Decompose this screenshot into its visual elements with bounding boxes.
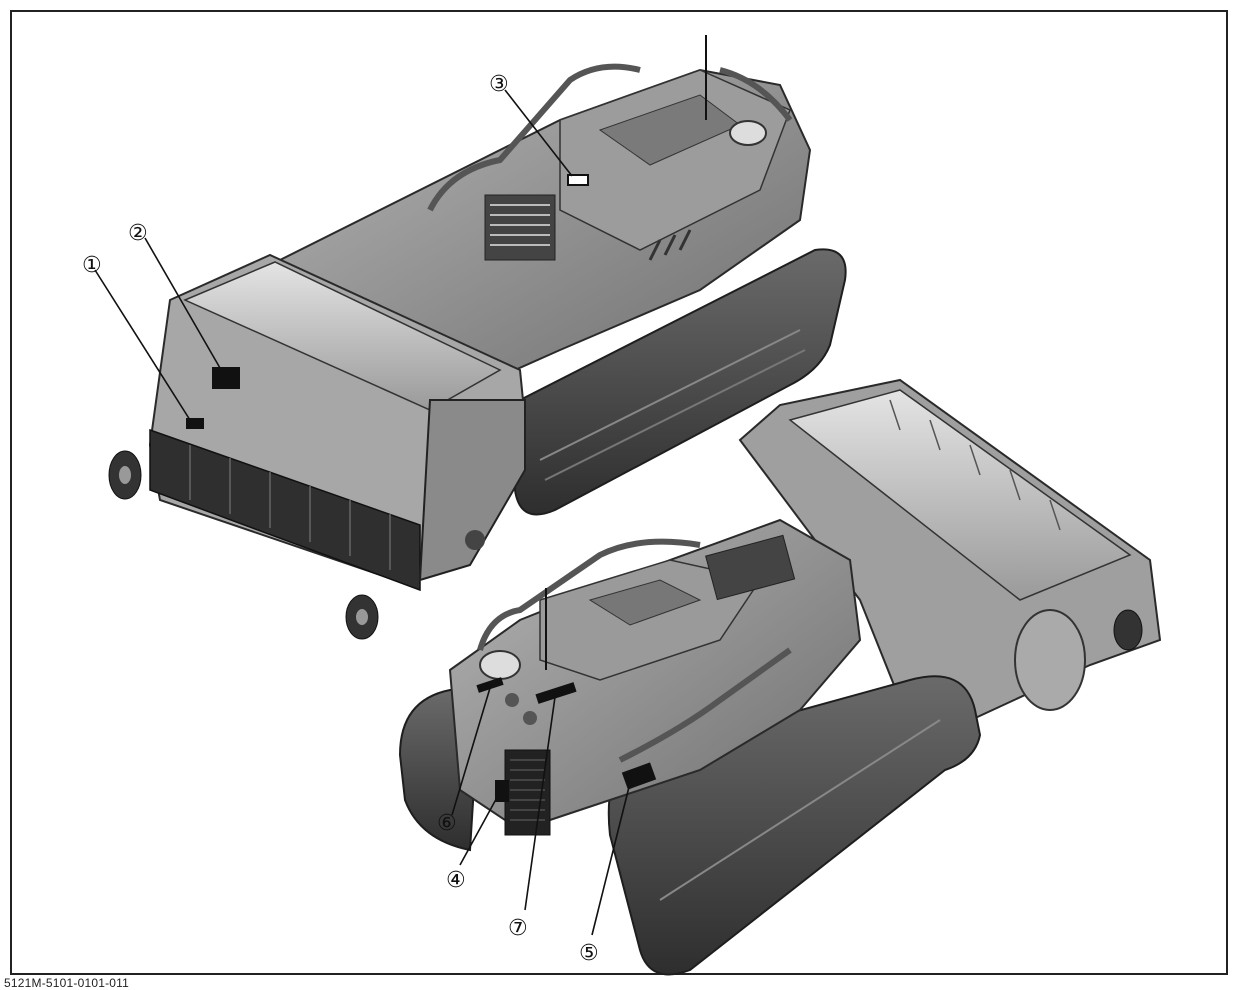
leader-7 [524,696,556,911]
leader-2 [144,237,221,369]
callout-4: ④ [446,868,466,893]
callout-1: ① [82,253,102,278]
decal-patch-2 [212,367,240,389]
decal-patch-6 [476,677,504,693]
leader-5 [591,774,633,936]
callout-7: ⑦ [508,916,528,941]
leader-lines [94,89,633,936]
callout-2: ② [128,221,148,246]
decal-patch-1 [186,418,204,429]
callout-5: ⑤ [579,941,599,966]
upper-caster-right [345,594,379,640]
upper-radiator [484,194,556,261]
decal-patch-3 [567,174,589,186]
leader-3 [504,89,573,177]
leader-1 [94,269,191,421]
leader-4 [459,791,501,866]
decal-patch-7 [535,682,577,704]
machine-upper [108,35,847,640]
callouts: ① ② ③ ④ ⑤ ⑥ ⑦ [82,72,599,966]
lower-front-grille [504,749,551,836]
decal-patch-4 [495,780,509,802]
machine-lower [398,378,1162,976]
leader-6 [451,687,491,816]
figure-code: 5121M-5101-0101-011 [4,976,130,990]
callout-3: ③ [489,72,509,97]
callout-6: ⑥ [437,811,457,836]
upper-caster-left [108,450,142,500]
upper-track [513,248,847,516]
